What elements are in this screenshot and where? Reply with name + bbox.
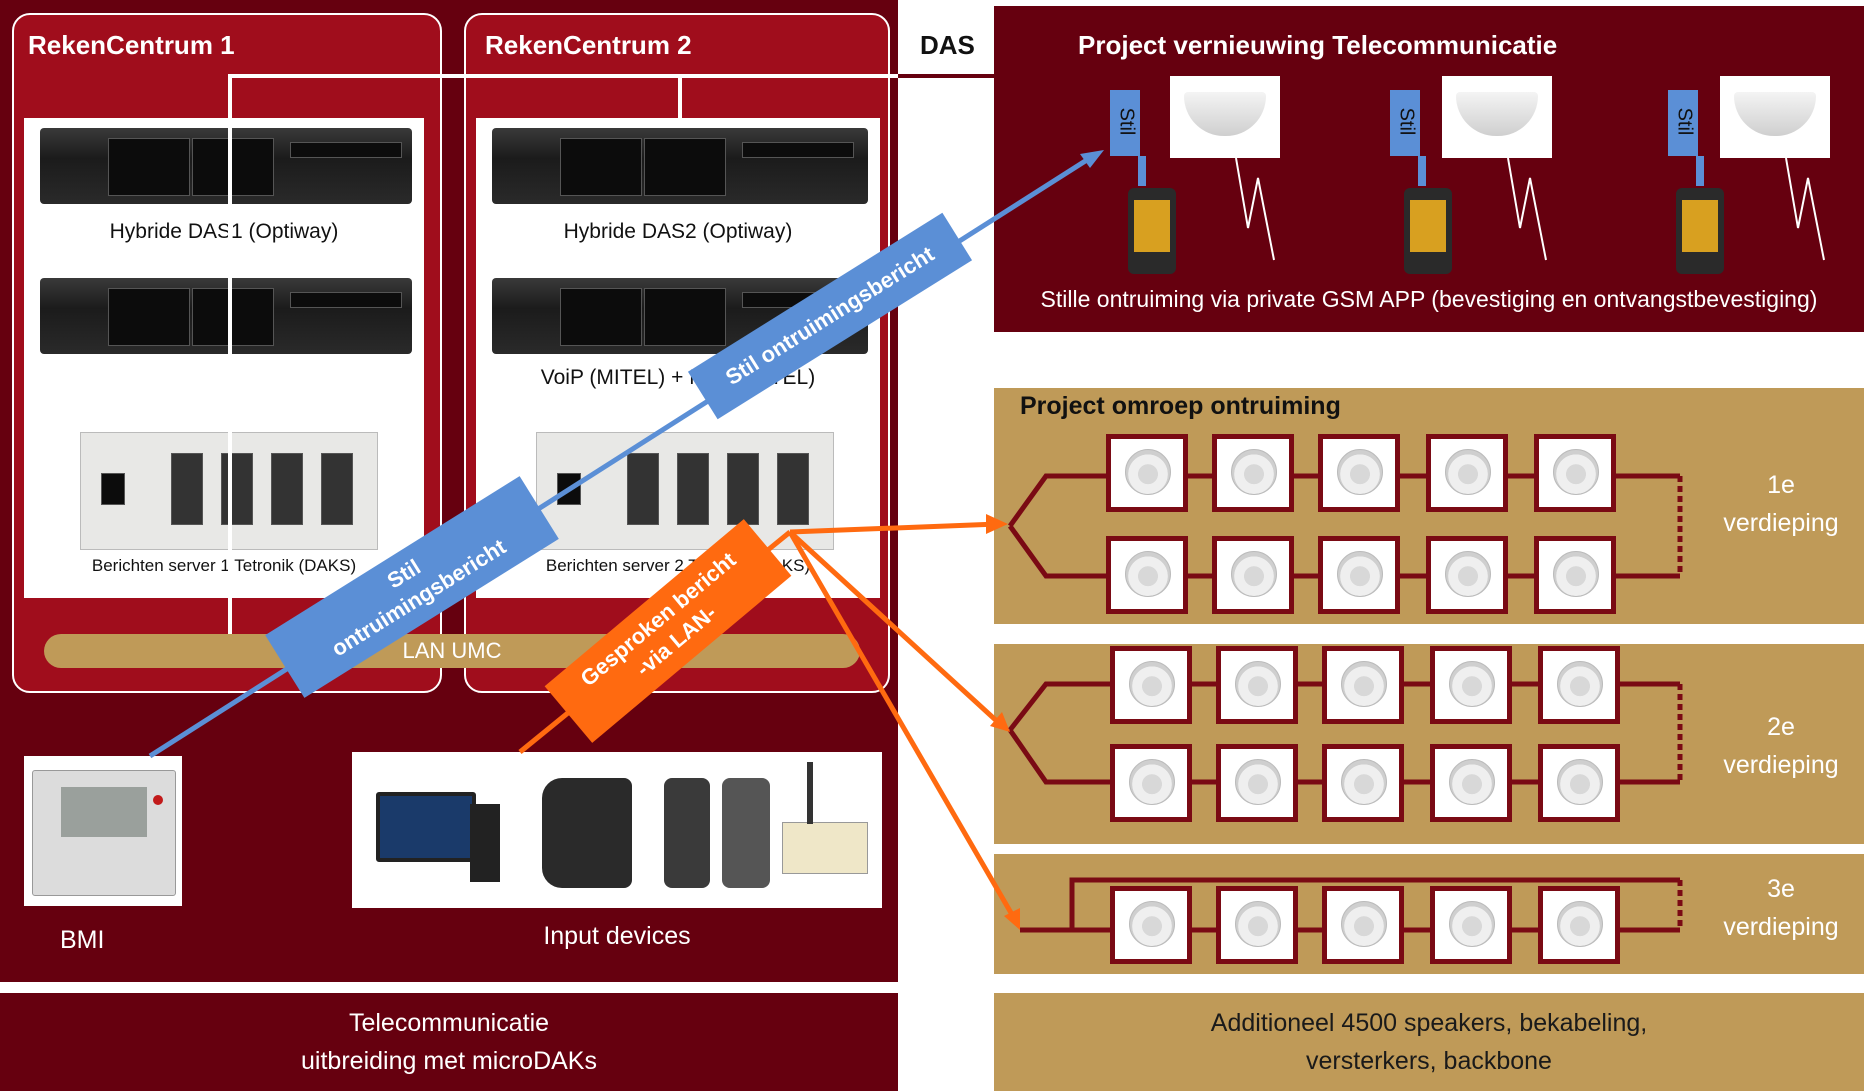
speaker xyxy=(1318,536,1400,614)
speaker xyxy=(1538,886,1620,964)
desktop-computer-icon xyxy=(376,792,476,862)
das-label: DAS xyxy=(920,30,975,60)
speaker xyxy=(1426,434,1508,512)
rc2-das-server-label: Hybride DAS2 (Optiway) xyxy=(563,220,793,243)
speaker xyxy=(1430,886,1512,964)
speaker xyxy=(1318,434,1400,512)
speaker xyxy=(1534,536,1616,614)
speaker xyxy=(1322,886,1404,964)
rc2-message-server xyxy=(536,432,834,550)
project-telecom-caption: Stille ontruiming via private GSM APP (b… xyxy=(1040,286,1818,312)
floor-1-label-line1: 1e xyxy=(1767,471,1795,499)
speaker xyxy=(1538,744,1620,822)
speaker xyxy=(1426,536,1508,614)
speaker xyxy=(1106,536,1188,614)
speakers-footer-line2: versterkers, backbone xyxy=(1306,1047,1552,1075)
rc1-das-server-label: Hybride DAS1 (Optiway) xyxy=(109,220,339,243)
rc1-message-server xyxy=(80,432,378,550)
speaker xyxy=(1430,744,1512,822)
floor-2-label-line2: verdieping xyxy=(1723,751,1839,779)
lan-umc-label: LAN UMC xyxy=(402,638,502,663)
speakers-footer xyxy=(994,993,1864,1091)
stil-tag-3: Stil xyxy=(1668,90,1698,156)
floor-1-label-line2: verdieping xyxy=(1723,509,1839,537)
project-omroep-title: Project omroep ontruiming xyxy=(1020,392,1341,420)
telecom-footer xyxy=(0,993,898,1091)
speaker xyxy=(1110,886,1192,964)
speaker xyxy=(1216,886,1298,964)
speakers-footer-line1: Additioneel 4500 speakers, bekabeling, xyxy=(1210,1009,1648,1037)
bmi-device xyxy=(24,756,182,906)
speaker xyxy=(1212,434,1294,512)
telecom-footer-line1: Telecommunicatie xyxy=(348,1009,550,1037)
speaker xyxy=(1110,646,1192,724)
speaker xyxy=(1212,536,1294,614)
ceiling-antenna-3 xyxy=(1720,76,1830,158)
gsm-phone-1 xyxy=(1128,188,1176,274)
gsm-phone-3 xyxy=(1676,188,1724,274)
stil-tag-2: Stil xyxy=(1390,90,1420,156)
floor-3-label-line2: verdieping xyxy=(1723,913,1839,941)
speaker xyxy=(1430,646,1512,724)
rc1-das-server xyxy=(40,128,412,204)
rc2-das-server xyxy=(492,128,868,204)
input-devices-label: Input devices xyxy=(543,922,691,950)
stil-tag-1: Stil xyxy=(1110,90,1140,156)
speaker xyxy=(1534,434,1616,512)
rc1-second-server xyxy=(40,278,412,354)
speaker xyxy=(1106,434,1188,512)
telecom-footer-line2: uitbreiding met microDAKs xyxy=(301,1047,597,1075)
gsm-phone-2 xyxy=(1404,188,1452,274)
speaker xyxy=(1322,646,1404,724)
desk-phone-icon xyxy=(542,778,632,888)
speaker xyxy=(1538,646,1620,724)
speaker xyxy=(1216,744,1298,822)
mobile-phone-icon xyxy=(664,778,710,888)
smartphone-icon xyxy=(722,778,770,888)
rc2-voip-server-label: VoiP (MITEL) + NUS (MITEL) xyxy=(540,366,816,389)
speaker xyxy=(1216,646,1298,724)
speaker xyxy=(1110,744,1192,822)
speaker xyxy=(1322,744,1404,822)
ceiling-antenna-2 xyxy=(1442,76,1552,158)
rekencentrum-2-title: RekenCentrum 2 xyxy=(485,30,692,60)
rekencentrum-1-title: RekenCentrum 1 xyxy=(28,30,235,60)
floor-2-label-line1: 2e xyxy=(1767,713,1795,741)
ceiling-antenna-1 xyxy=(1170,76,1280,158)
project-telecom-title: Project vernieuwing Telecommunicatie xyxy=(1078,30,1558,60)
floor-3-label-line1: 3e xyxy=(1767,875,1795,903)
input-devices-box xyxy=(352,752,882,908)
bmi-label: BMI xyxy=(60,926,105,954)
microphone-console-icon xyxy=(782,822,868,874)
